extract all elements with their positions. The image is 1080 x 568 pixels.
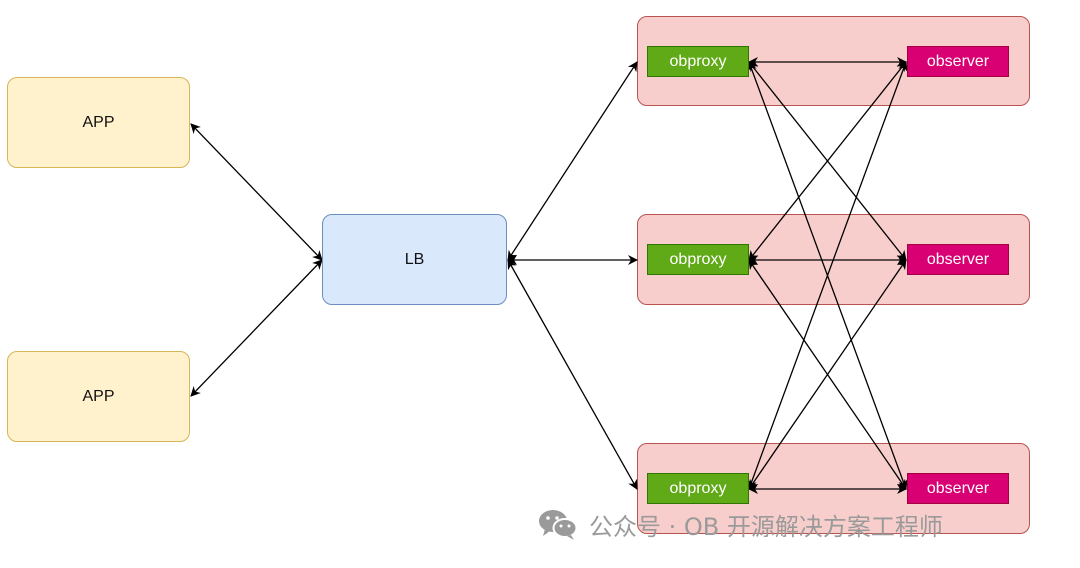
observer-node-1: observer [907,46,1009,77]
app-node-bottom: APP [7,351,190,442]
observer-node-2-label: observer [926,250,990,268]
edge-lb-proxy-3 [507,259,638,490]
lb-node: LB [322,214,507,305]
app-node-top: APP [7,77,190,168]
wechat-icon [539,510,578,540]
obproxy-node-2-label: obproxy [669,250,727,268]
observer-node-3: observer [907,473,1009,504]
obproxy-node-1-label: obproxy [669,52,727,70]
obproxy-node-3: obproxy [647,473,749,504]
lb-node-label: LB [404,250,425,268]
app-node-bottom-label: APP [82,387,115,405]
obproxy-node-1: obproxy [647,46,749,77]
edge-app-bottom-lb [190,259,323,397]
observer-node-2: observer [907,244,1009,275]
obproxy-node-2: obproxy [647,244,749,275]
observer-node-3-label: observer [926,479,990,497]
obproxy-node-3-label: obproxy [669,479,727,497]
edge-app-top-lb [190,123,323,261]
app-node-top-label: APP [82,113,115,131]
edge-lb-proxy-1 [507,61,638,261]
observer-node-1-label: observer [926,52,990,70]
watermark-text: 公众号 · OB 开源解决方案工程师 [589,512,943,541]
watermark: 公众号 · OB 开源解决方案工程师 [537,505,943,543]
